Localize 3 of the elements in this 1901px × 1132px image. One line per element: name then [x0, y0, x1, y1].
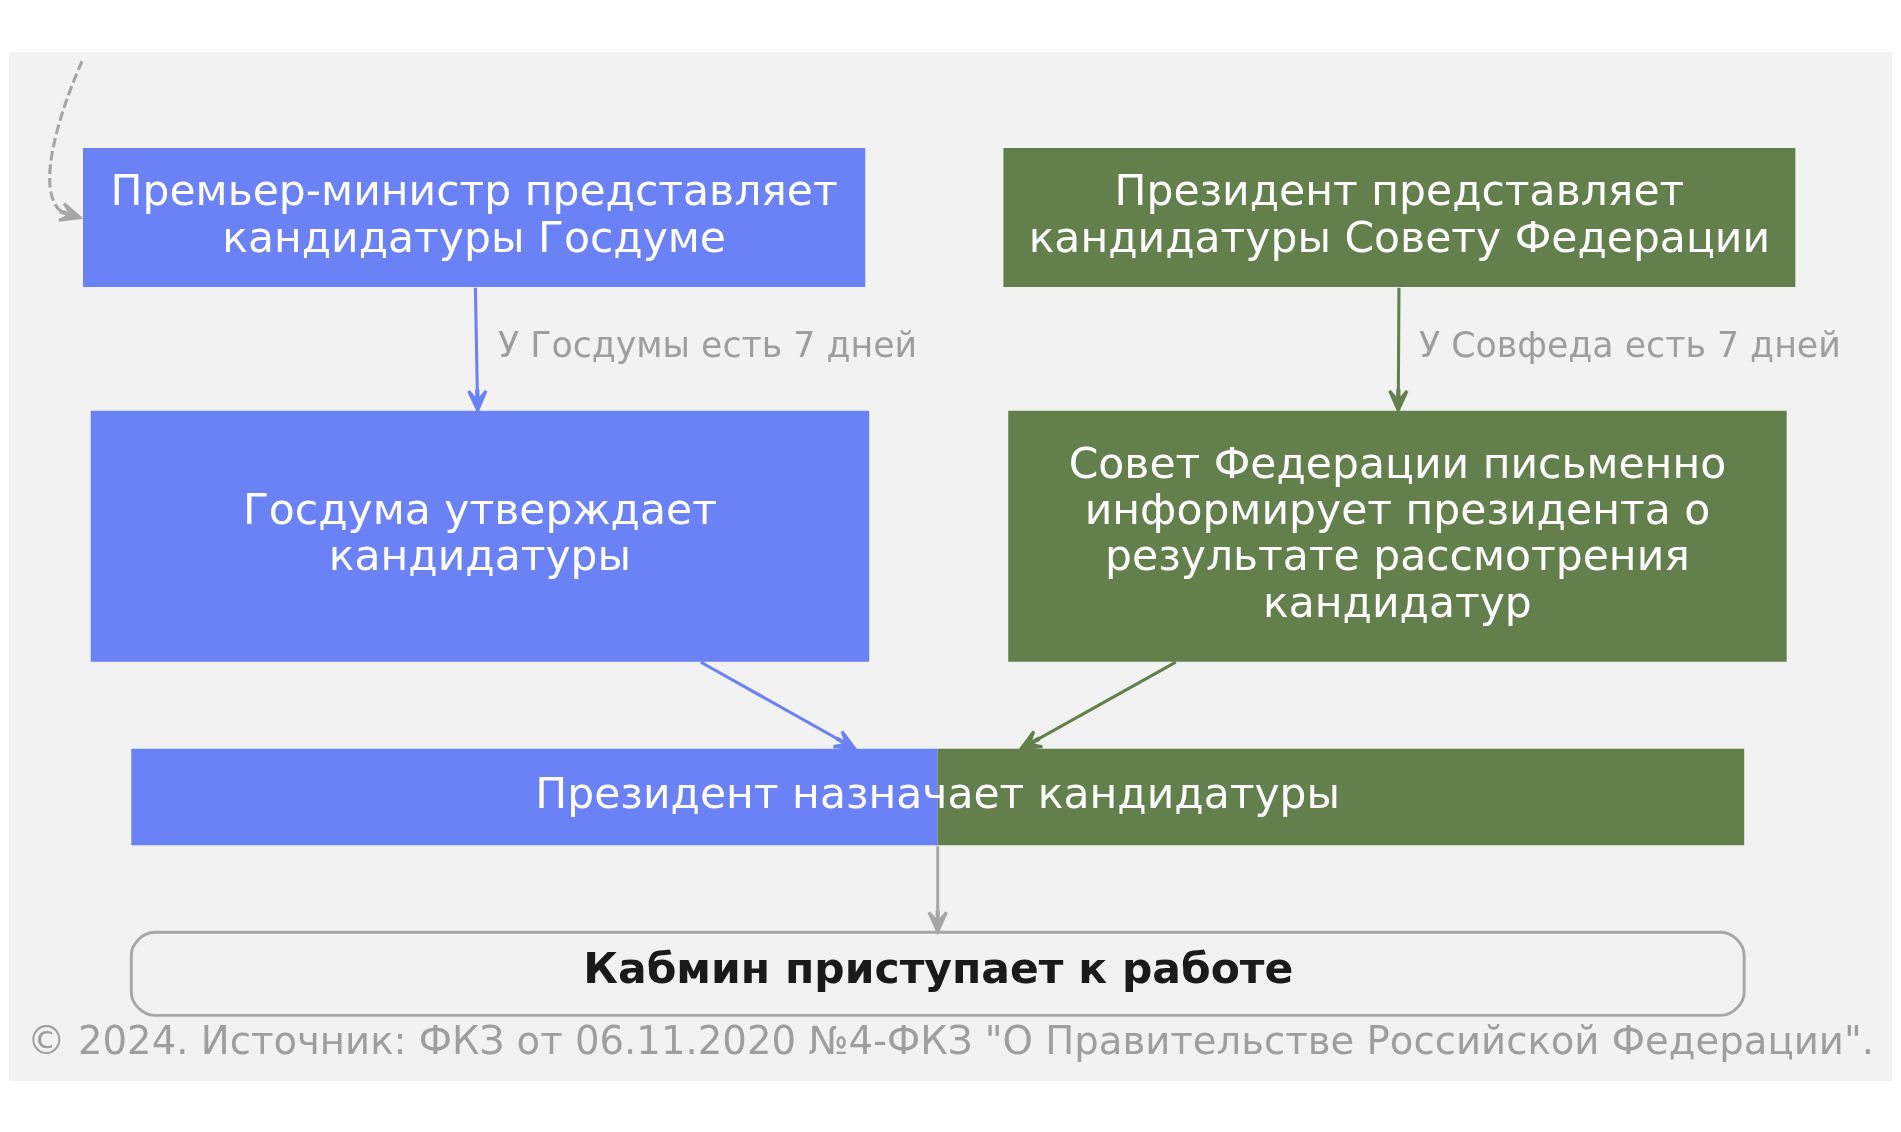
caption: © 2024. Источник: ФКЗ от 06.11.2020 №4-ФКЗ "О Правительстве Российской Федерации".	[27, 1017, 1874, 1063]
edge-label: У Совфеда есть 7 дней	[1419, 324, 1841, 365]
edge-label: У Госдумы есть 7 дней	[497, 324, 918, 365]
